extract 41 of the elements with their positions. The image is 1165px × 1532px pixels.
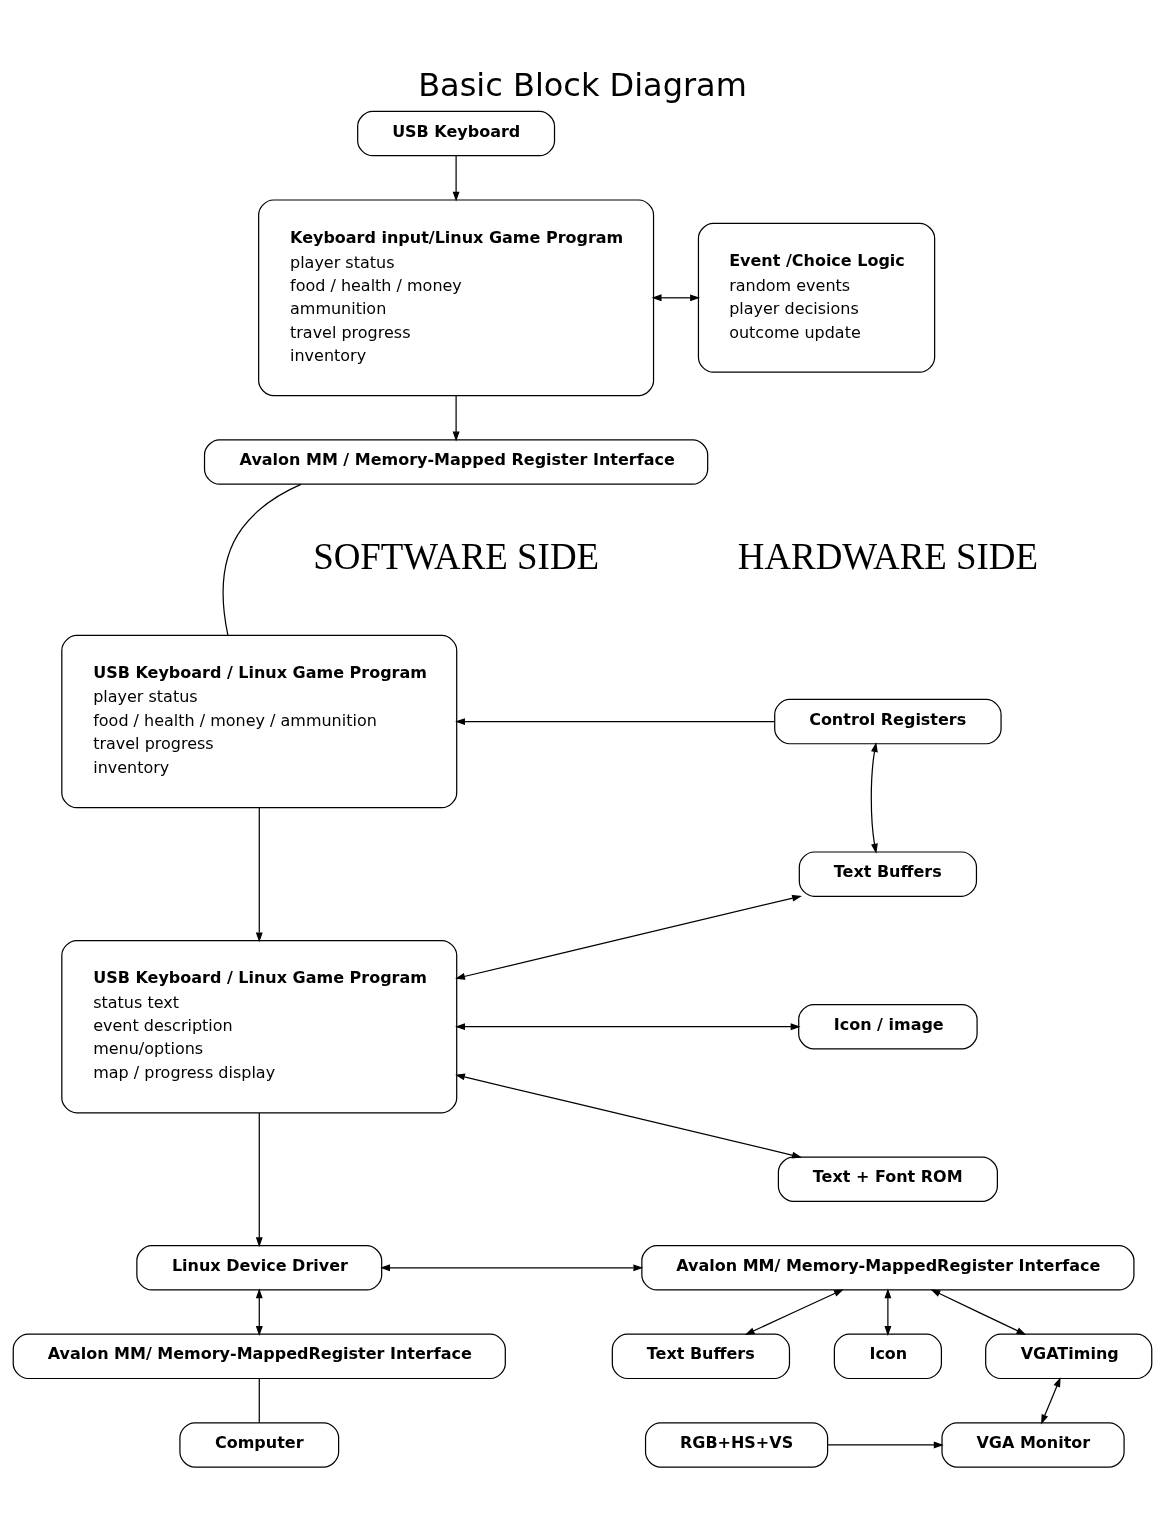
- node-box: Text + Font ROM: [777, 1155, 998, 1202]
- node-box: VGATiming: [985, 1333, 1153, 1379]
- node-box: Control Registers: [774, 698, 1002, 744]
- node-box: Computer: [179, 1421, 340, 1468]
- node-box: USB Keyboard: [357, 110, 556, 156]
- diagram-title: Basic Block Diagram: [418, 65, 747, 104]
- arrow: [455, 1073, 802, 1159]
- node-box: Event /Choice Logic random events player decisions outcome update: [697, 222, 936, 373]
- node-box: Icon / image: [798, 1003, 978, 1049]
- connector: [222, 483, 302, 636]
- arrow: [452, 154, 460, 201]
- node-box: Linux Device Driver: [136, 1244, 383, 1291]
- arrow: [455, 717, 776, 725]
- node-box: Icon: [833, 1333, 942, 1379]
- arrow: [255, 1287, 263, 1336]
- arrow: [870, 741, 878, 854]
- label: SOFTWARE SIDE: [313, 535, 600, 577]
- node-box: USB Keyboard / Linux Game Program status text event description menu/options map / progress display: [61, 939, 458, 1113]
- arrow: [827, 1441, 944, 1448]
- arrow: [884, 1287, 892, 1336]
- arrow: [255, 1111, 263, 1247]
- node-box: RGB+HS+VS: [644, 1421, 829, 1468]
- arrow: [744, 1288, 844, 1335]
- arrow: [930, 1288, 1027, 1335]
- node-box: Text Buffers: [611, 1333, 791, 1379]
- arrow: [455, 894, 802, 980]
- connector: [258, 1377, 260, 1423]
- node-box: USB Keyboard / Linux Game Program player status food / health / money / ammunition travel progress inventory: [61, 634, 458, 808]
- arrow: [452, 394, 460, 441]
- arrow: [255, 806, 263, 942]
- arrow: [1041, 1376, 1061, 1424]
- label: HARDWARE SIDE: [737, 535, 1039, 577]
- arrow: [651, 293, 700, 301]
- arrow: [380, 1263, 644, 1271]
- node-box: Keyboard input/Linux Game Program player status food / health / money ammunition travel progress inventory: [258, 198, 655, 396]
- node-box: Text Buffers: [798, 850, 978, 897]
- node-box: Avalon MM/ Memory-MappedRegister Interface: [641, 1244, 1135, 1291]
- node-box: VGA Monitor: [941, 1421, 1125, 1468]
- arrow: [455, 1022, 801, 1030]
- node-box: Avalon MM / Memory-Mapped Register Interface: [203, 438, 709, 485]
- node-box: Avalon MM/ Memory-MappedRegister Interface: [12, 1333, 506, 1379]
